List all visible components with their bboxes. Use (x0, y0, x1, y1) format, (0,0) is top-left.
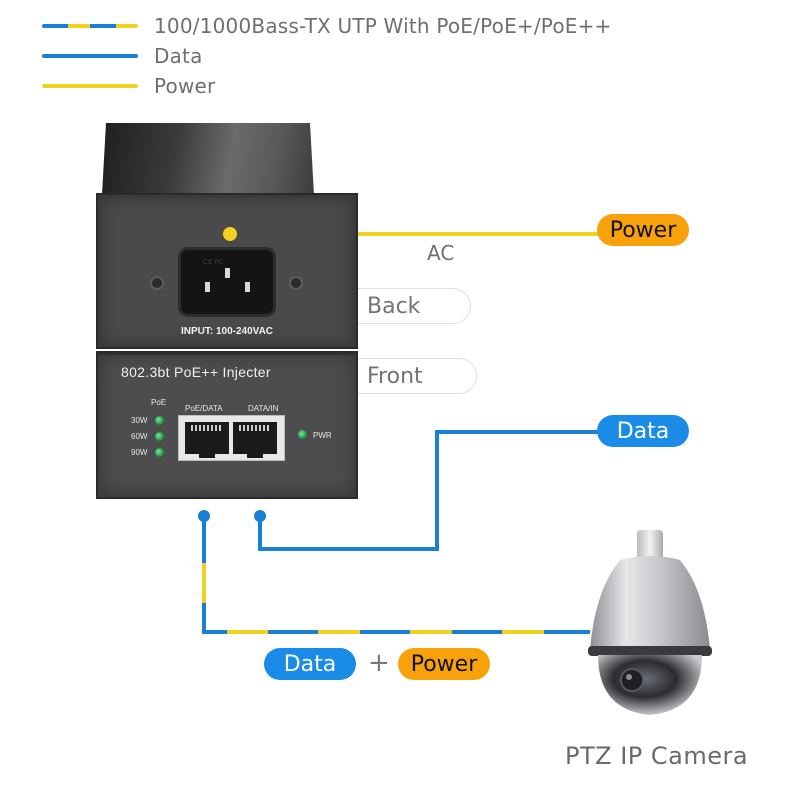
bottom-power-tag: Power (398, 648, 490, 680)
back-tab: Back (345, 288, 471, 324)
legend-item-power: Power (42, 74, 215, 98)
bottom-data-tag-label: Data (283, 651, 337, 677)
front-tab: Front (345, 358, 477, 394)
injector-top-cover (102, 123, 314, 195)
legend-swatch-data (42, 54, 138, 58)
bottom-data-tag: Data (264, 648, 356, 680)
power-connector-dot (223, 227, 237, 241)
legend-label: 100/1000Bass-TX UTP With PoE/PoE+/PoE++ (154, 14, 612, 38)
pwr-label: PWR (313, 431, 332, 440)
rj45-port-poe-data[interactable] (185, 422, 229, 458)
led-60w-icon (155, 432, 164, 441)
ac-label: AC (427, 241, 455, 265)
lens-highlight (626, 674, 632, 680)
port-pins (191, 425, 223, 431)
front-tab-label: Front (367, 363, 423, 389)
ac-power-socket[interactable]: CE PC (178, 247, 276, 317)
poe-level-label: 30W (131, 416, 148, 425)
port-pins (239, 425, 271, 431)
data-in-connector-dot (254, 510, 266, 522)
legend-swatch-power (42, 84, 138, 88)
back-tab-label: Back (367, 293, 421, 319)
camera-label: PTZ IP Camera (565, 742, 749, 770)
port-label-poe-data: PoE/DATA (185, 404, 223, 413)
camera-housing (590, 556, 710, 650)
data-line (258, 430, 600, 551)
camera-mount (637, 530, 663, 560)
legend-label: Power (154, 74, 216, 98)
power-tag: Power (597, 214, 689, 246)
camera-dome (598, 655, 702, 715)
rj45-port-data-in[interactable] (233, 422, 277, 458)
port-notch (247, 452, 263, 458)
led-30w-icon (155, 416, 164, 425)
poe-data-connector-dot (198, 510, 210, 522)
poe-header-label: PoE (151, 398, 167, 407)
port-label-data-in: DATA/IN (248, 404, 279, 413)
socket-pin (205, 282, 210, 292)
legend-item-data: Data (42, 44, 203, 68)
poe-level-label: 60W (131, 432, 148, 441)
legend-label: Data (154, 44, 203, 68)
camera-lens (620, 668, 644, 692)
data-tag: Data (597, 415, 689, 447)
socket-pin (225, 268, 230, 278)
bottom-power-tag-label: Power (410, 651, 478, 677)
device-title: 802.3bt PoE++ Injecter (121, 364, 271, 380)
power-tag-label: Power (609, 217, 677, 243)
poe-level-label: 90W (131, 448, 148, 457)
socket-pin (245, 282, 250, 292)
port-frame (178, 415, 285, 461)
data-tag-label: Data (616, 418, 670, 444)
socket-markings: CE PC (203, 258, 224, 266)
legend-swatch-mixed (42, 24, 138, 28)
legend-item-poe-cable: 100/1000Bass-TX UTP With PoE/PoE+/PoE++ (42, 14, 612, 38)
port-notch (199, 452, 215, 458)
ptz-camera-icon (588, 530, 712, 715)
led-90w-icon (155, 448, 164, 457)
screw-icon (150, 276, 164, 290)
led-pwr-icon (298, 430, 307, 439)
poe-line-base (202, 516, 590, 634)
input-voltage-label: INPUT: 100-240VAC (180, 326, 274, 337)
camera-ring (588, 646, 712, 656)
screw-icon (289, 276, 303, 290)
plus-sign: + (368, 648, 390, 678)
